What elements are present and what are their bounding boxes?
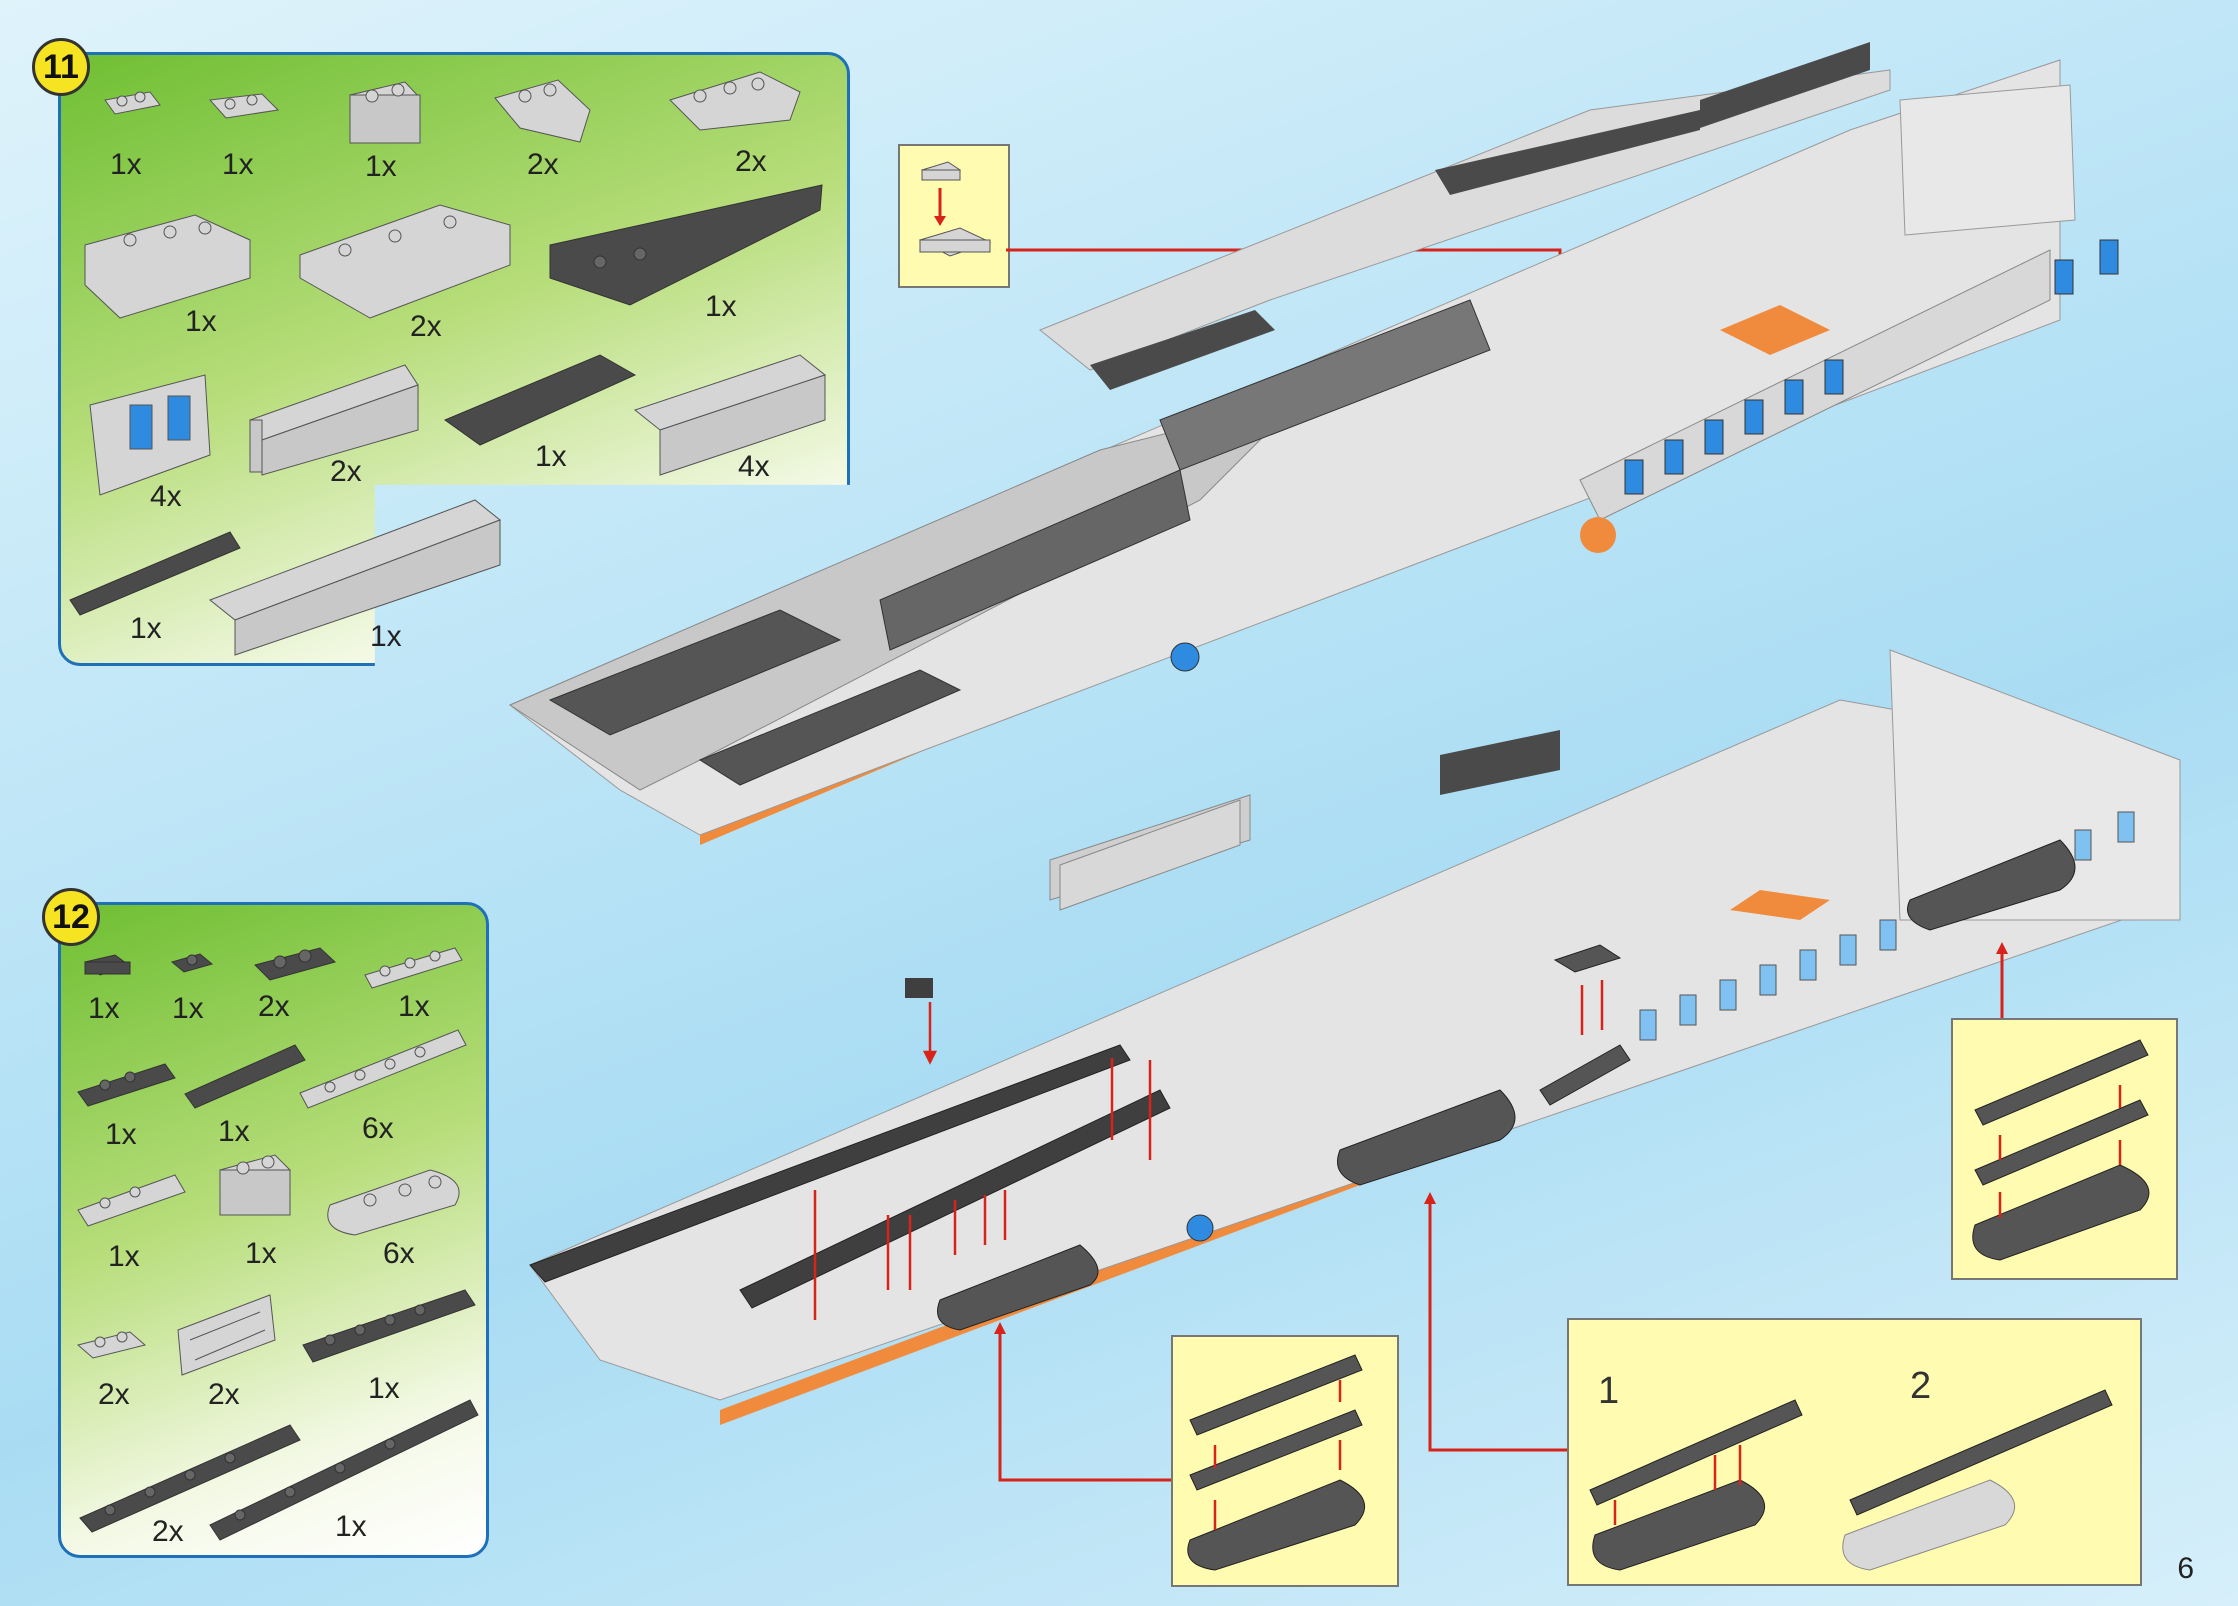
step12-qty-5: 1x <box>105 1118 137 1151</box>
step11-qty-9: 4x <box>150 480 182 513</box>
part-plate-1x3-dark <box>77 1063 176 1107</box>
step12-qty-14: 2x <box>152 1515 184 1548</box>
step12-qty-4: 1x <box>398 990 430 1023</box>
page-number: 6 <box>2177 1552 2194 1585</box>
step12-qty-13: 1x <box>368 1372 400 1405</box>
step11-qty-12: 4x <box>738 450 770 483</box>
part-slope-4x8 <box>299 204 511 319</box>
step11-qty-5: 2x <box>735 145 767 178</box>
step12-qty-3: 2x <box>258 990 290 1023</box>
step11-qty-1: 1x <box>110 148 142 181</box>
step11-qty-10: 2x <box>330 455 362 488</box>
part-clip-plate-dark <box>254 947 336 981</box>
step12-qty-10: 6x <box>383 1237 415 1270</box>
part-brick-2x6 <box>633 354 827 476</box>
part-tile-1x4-dark <box>184 1044 306 1109</box>
step11-number-badge: 11 <box>32 38 90 96</box>
step11-qty-3: 1x <box>365 150 397 183</box>
step11-qty-7: 2x <box>410 310 442 343</box>
part-brick-2x2-b <box>219 1154 291 1216</box>
step12-qty-11: 2x <box>98 1378 130 1411</box>
step11-qty-11: 1x <box>535 440 567 473</box>
step12-qty-9: 1x <box>245 1237 277 1270</box>
step11-qty-4: 2x <box>527 148 559 181</box>
part-brick-1x6 <box>249 364 419 476</box>
part-slope-4x6 <box>84 214 251 319</box>
step12-qty-1: 1x <box>88 992 120 1025</box>
part-plate-1x6 <box>299 1029 467 1109</box>
part-plate-1x2-c <box>76 1331 147 1359</box>
step12-qty-15: 1x <box>335 1510 367 1543</box>
step12-qty-2: 1x <box>172 992 204 1025</box>
part-plate-1x1-dark <box>83 954 132 976</box>
step11-qty-2: 1x <box>222 148 254 181</box>
part-brick-2x2 <box>349 81 421 144</box>
subassembly-stage2-label: 2 <box>1910 1365 1932 1407</box>
part-plate-1x1-dark-b <box>170 953 214 973</box>
part-slope-3x4 <box>669 71 801 131</box>
step11-qty-6: 1x <box>185 305 217 338</box>
part-slope-2x3 <box>494 79 591 143</box>
subassembly-stage1-label: 1 <box>1598 1370 1620 1412</box>
step12-qty-6: 1x <box>218 1115 250 1148</box>
step11-qty-8: 1x <box>705 290 737 323</box>
step12-qty-7: 6x <box>362 1112 394 1145</box>
part-tile-dark-long <box>69 531 241 616</box>
part-fence <box>177 1294 276 1376</box>
part-plate-1x4 <box>364 947 463 989</box>
part-plate-1x8-dark <box>79 1424 301 1533</box>
step11-qty-13: 1x <box>130 612 162 645</box>
part-plate-1x2-b <box>208 93 280 119</box>
part-plate-1x10-dark <box>209 1399 479 1541</box>
step11-qty-14: 1x <box>370 620 402 653</box>
step12-number-badge: 12 <box>42 888 100 946</box>
step12-qty-12: 2x <box>208 1378 240 1411</box>
part-window-panel <box>89 374 211 496</box>
part-tile-dark <box>443 354 637 446</box>
part-plate-1x6-dark <box>302 1289 476 1363</box>
part-wedge-dark <box>549 184 823 306</box>
part-clip-plate <box>77 1174 186 1227</box>
part-brick-2x8 <box>209 499 501 656</box>
part-plate-1x2 <box>104 91 161 115</box>
part-round-plate <box>327 1169 460 1236</box>
step12-qty-8: 1x <box>108 1240 140 1273</box>
